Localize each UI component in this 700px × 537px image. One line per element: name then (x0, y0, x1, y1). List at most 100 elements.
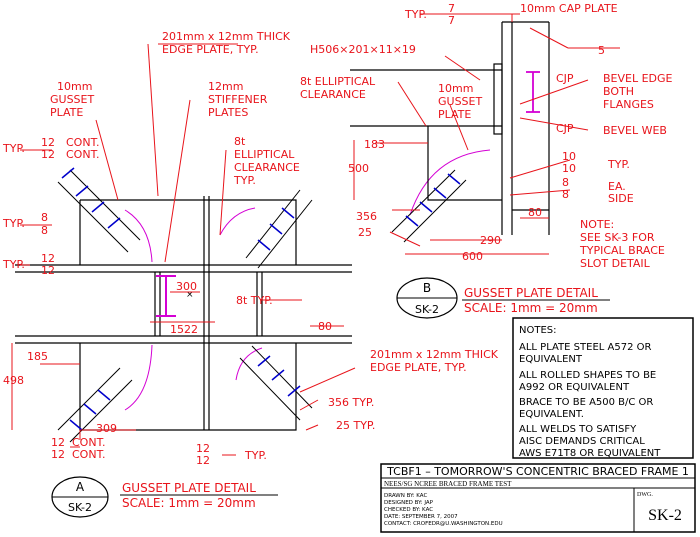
b-ellip-2: CLEARANCE (300, 88, 366, 101)
gusset-label-3: PLATE (50, 106, 83, 119)
note-2a: ALL ROLLED SHAPES TO BE (519, 370, 656, 381)
notes-heading: NOTES: (519, 325, 557, 336)
detail-a-scale: SCALE: 1mm = 20mm (122, 496, 256, 510)
cont-label-2: CONT. (66, 148, 99, 161)
notes-box: NOTES: ALL PLATE STEEL A572 OR EQUIVALEN… (512, 317, 694, 459)
cont-label-1: CONT. (66, 136, 99, 149)
detail-b-sheet: SK-2 (415, 303, 439, 316)
tb-contact: CONTACT: CROFEDR@U.WASHINGTON.EDU (384, 521, 503, 527)
b-dim-290: 290 (480, 234, 501, 247)
cont-label-4: CONT. (72, 448, 105, 461)
b-side: SIDE (608, 192, 634, 205)
edge-plate-b-label-2: EDGE PLATE, TYP. (370, 361, 467, 374)
typ-label-2: TYP. (2, 217, 25, 230)
dim-356-typ: 356 TYP. (328, 396, 374, 409)
b-cjp-2: CJP (556, 122, 574, 135)
note-3b: EQUIVALENT. (519, 409, 584, 420)
stiffener-label-1: 12mm (208, 80, 243, 93)
b-weld-5: 5 (598, 44, 605, 57)
b-dim-80: 80 (528, 206, 542, 219)
detail-a-sheet: SK-2 (68, 501, 92, 514)
weld-12f: 12 (51, 448, 65, 461)
weld-12b: 12 (41, 148, 55, 161)
b-bevel-web: BEVEL WEB (603, 124, 667, 137)
dim-185: 185 (27, 350, 48, 363)
edge-plate-label-2: EDGE PLATE, TYP. (162, 43, 259, 56)
weld-12d: 12 (41, 264, 55, 277)
dim-300: 300 (176, 280, 197, 293)
ellip-label-3: CLEARANCE (234, 161, 300, 174)
stiffener-label-2: STIFFENER (208, 93, 268, 106)
detail-b-letter: B (423, 281, 431, 295)
b-note-3: TYPICAL BRACE (579, 244, 665, 257)
typ-label-3: TYP. (2, 258, 25, 271)
detail-b-callout: B SK-2 GUSSET PLATE DETAIL SCALE: 1mm = … (396, 277, 610, 319)
tb-project: TCBF1 – TOMORROW'S CONCENTRIC BRACED FRA… (386, 465, 689, 478)
detail-b-dimensions (353, 13, 620, 255)
b-weld-10b: 10 (562, 162, 576, 175)
b-weld-8a: 8 (562, 176, 569, 189)
b-bevel-3: FLANGES (603, 98, 654, 111)
elliptical-clearance-arcs (124, 149, 491, 411)
detail-b-section (526, 71, 540, 113)
detail-b-structure (350, 21, 550, 235)
tb-drawn: DRAWN BY: KAC (384, 493, 427, 499)
note-1b: EQUIVALENT (519, 354, 583, 365)
edge-plate-b-label-1: 201mm x 12mm THICK (370, 348, 499, 361)
gusset-label-1: 10mm (57, 80, 92, 93)
ellip-label-1: 8t (234, 135, 246, 148)
weld-12e: 12 (51, 436, 65, 449)
b-dim-356: 356 (356, 210, 377, 223)
gusset-label-2: GUSSET (50, 93, 94, 106)
b-dim-600: 600 (462, 250, 483, 263)
b-cap-plate: 10mm CAP PLATE (520, 2, 618, 15)
tb-dwg-no: SK-2 (648, 507, 682, 524)
b-typ-2: TYP. (607, 158, 630, 171)
note-4c: AWS E71T8 OR EQUIVALENT (519, 448, 661, 459)
b-dim-25: 25 (358, 226, 372, 239)
ellip-label-4: TYP. (233, 174, 256, 187)
b-gusset-1: 10mm (438, 82, 473, 95)
b-ea: EA. (608, 180, 626, 193)
dim-25-typ: 25 TYP. (336, 419, 375, 432)
dim-498: 498 (3, 374, 24, 387)
center-mark: × (186, 290, 194, 300)
b-note-2: SEE SK-3 FOR (580, 231, 655, 244)
b-dim-183: 183 (364, 138, 385, 151)
b-dim-500: 500 (348, 162, 369, 175)
title-block: TCBF1 – TOMORROW'S CONCENTRIC BRACED FRA… (380, 463, 696, 533)
ellip-label-2: ELLIPTICAL (234, 148, 295, 161)
dim-80: 80 (318, 320, 332, 333)
b-gusset-2: GUSSET (438, 95, 482, 108)
typ-label-4: TYP. (244, 449, 267, 462)
stiffener-label-3: PLATES (208, 106, 248, 119)
tb-subtitle: NEES/SG NCREE BRACED FRAME TEST (384, 480, 512, 488)
b-section-label: H506×201×11×19 (310, 43, 416, 56)
tb-designed: DESIGNED BY: JAP (384, 500, 434, 506)
b-bevel-1: BEVEL EDGE (603, 72, 673, 85)
weld-8a: 8 (41, 211, 48, 224)
detail-a-callout: A SK-2 GUSSET PLATE DETAIL SCALE: 1mm = … (51, 476, 278, 518)
b-weld-10a: 10 (562, 150, 576, 163)
b-note-1: NOTE: (580, 218, 614, 231)
dim-309: 309 (96, 422, 117, 435)
detail-b-scale: SCALE: 1mm = 20mm (464, 301, 598, 315)
b-bevel-2: BOTH (603, 85, 634, 98)
b-ellip-1: 8t ELLIPTICAL (300, 75, 376, 88)
weld-12c: 12 (41, 252, 55, 265)
note-3a: BRACE TO BE A500 B/C OR (519, 397, 653, 408)
b-typ: TYP. (404, 8, 427, 21)
detail-b-title: GUSSET PLATE DETAIL (464, 286, 598, 300)
note-4a: ALL WELDS TO SATISFY (519, 424, 637, 435)
weld-12a: 12 (41, 136, 55, 149)
note-1a: ALL PLATE STEEL A572 OR (519, 342, 651, 353)
tb-dwg-label: DWG. (637, 492, 653, 498)
b-gusset-3: PLATE (438, 108, 471, 121)
tb-date: DATE: SEPTEMBER 7, 2007 (384, 514, 458, 520)
b-weld-7b: 7 (448, 14, 455, 27)
b-cjp-1: CJP (556, 72, 574, 85)
note-4b: AISC DEMANDS CRITICAL (519, 436, 645, 447)
typ-label-1: TYP. (2, 142, 25, 155)
